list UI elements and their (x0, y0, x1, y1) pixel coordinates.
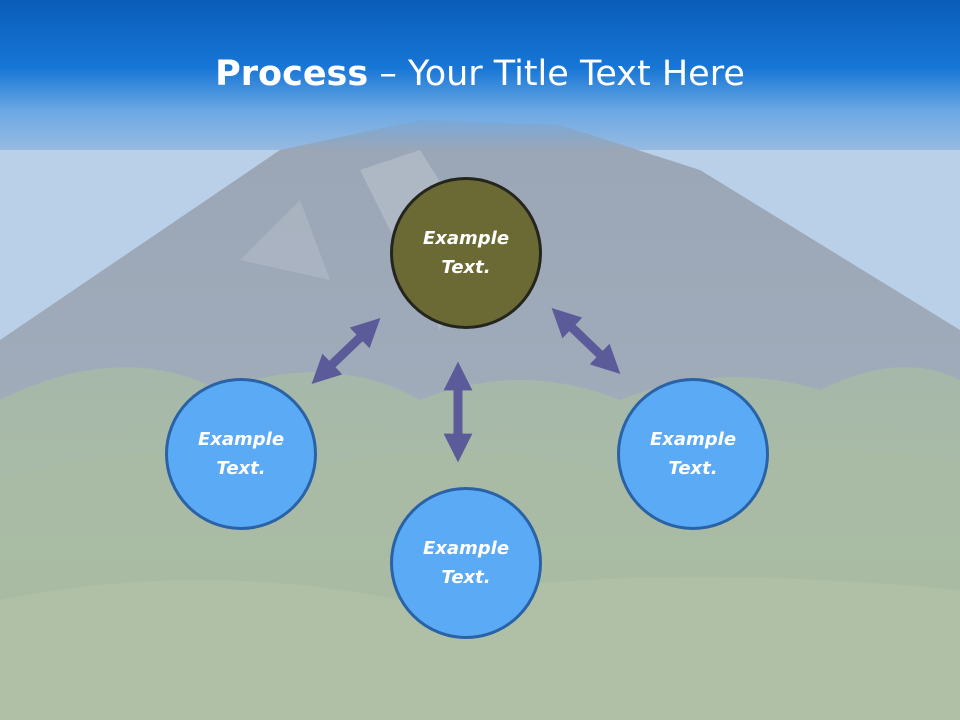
node-top-label: Example Text. (422, 228, 510, 278)
title-banner (0, 0, 960, 150)
arrow-top-left (311, 318, 381, 384)
title-rest: – Your Title Text Here (368, 54, 745, 94)
node-bottom: Example Text. (390, 487, 542, 639)
node-top: Example Text. (390, 177, 542, 329)
node-bottom-label: Example Text. (422, 538, 510, 588)
title-bold: Process (215, 54, 369, 94)
node-right-label: Example Text. (649, 429, 737, 479)
arrow-top-right (551, 308, 621, 374)
node-right: Example Text. (617, 378, 769, 530)
slide-title: Process – Your Title Text Here (0, 52, 960, 96)
node-left-label: Example Text. (197, 429, 285, 479)
node-left: Example Text. (165, 378, 317, 530)
